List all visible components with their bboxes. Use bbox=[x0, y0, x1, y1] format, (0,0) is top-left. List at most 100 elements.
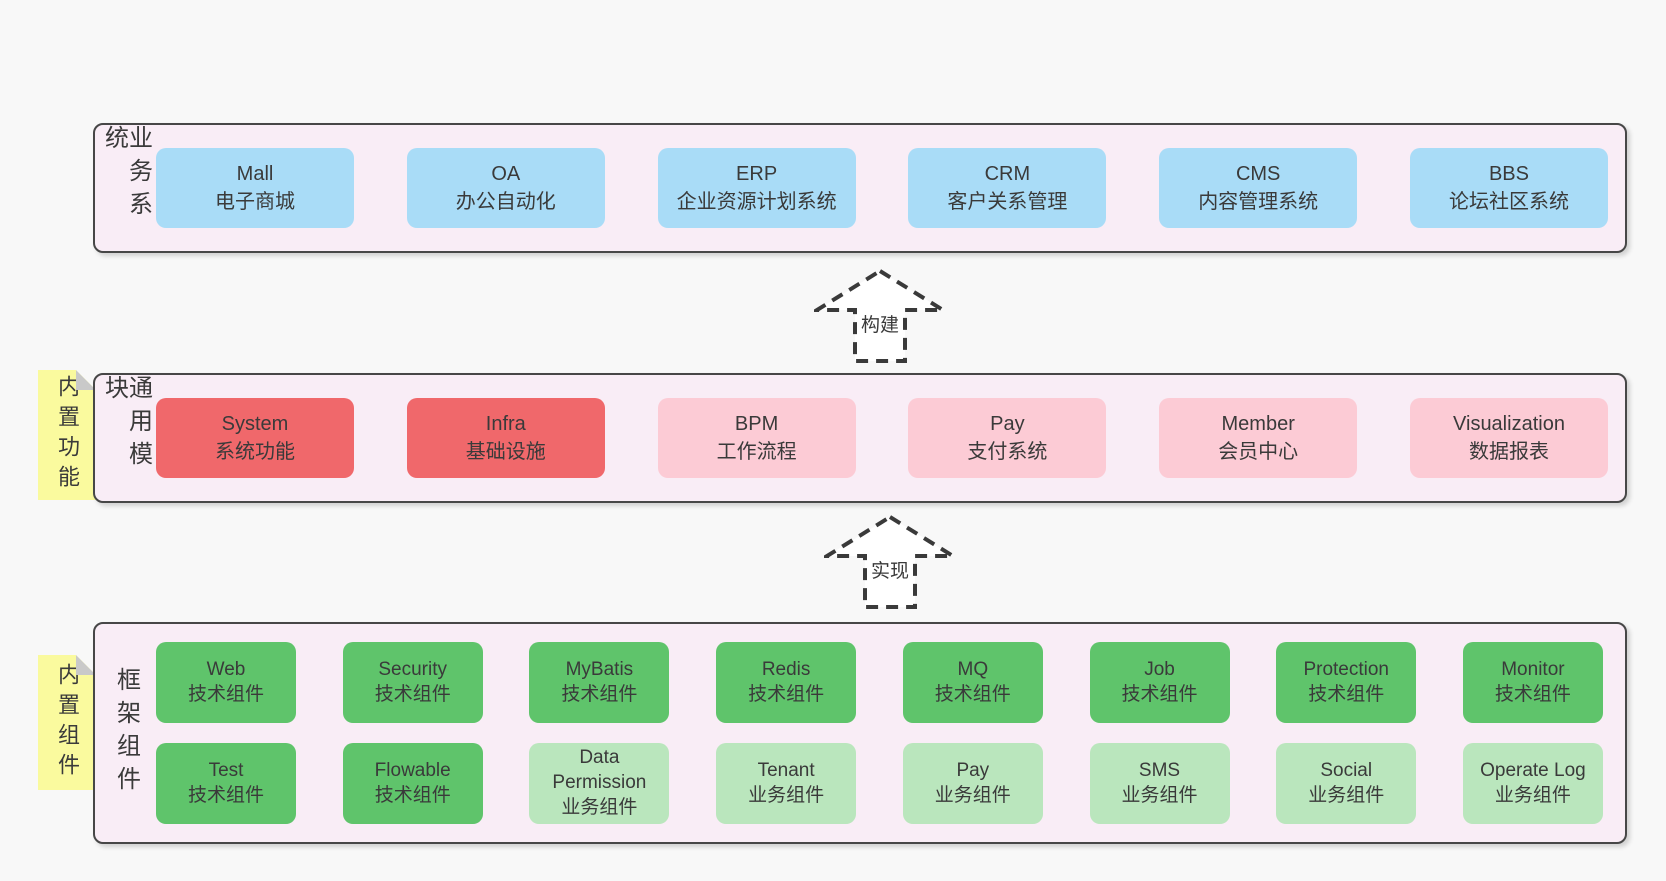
box-data-permission: Data Permission 业务组件 bbox=[529, 743, 670, 824]
box-desc: 工作流程 bbox=[716, 441, 797, 463]
box-name: SMS bbox=[1138, 759, 1181, 781]
box-name: Pay bbox=[990, 412, 1025, 435]
sticky-note-built-in-features: 内置功能 bbox=[38, 370, 96, 500]
arrow-up-build: 构建 bbox=[814, 268, 946, 364]
arrow-up-implement: 实现 bbox=[824, 514, 956, 610]
box-visualization: Visualization 数据报表 bbox=[1409, 398, 1608, 478]
band-label: 通用模块 bbox=[95, 375, 156, 501]
box-social: Social 业务组件 bbox=[1276, 743, 1417, 824]
box-name: Test bbox=[208, 759, 244, 781]
box-desc: 论坛社区系统 bbox=[1448, 191, 1569, 213]
box-name: CRM bbox=[984, 162, 1031, 185]
box-name: Social bbox=[1320, 759, 1373, 781]
box-name: Infra bbox=[485, 412, 526, 435]
sticky-note-label: 内置功能 bbox=[55, 375, 80, 495]
band-business-systems: 业务系统 Mall 电子商城 OA 办公自动化 ERP 企业资源计划系统 CRM… bbox=[93, 123, 1627, 253]
box-name: Operate Log bbox=[1480, 759, 1586, 781]
box-desc: 内容管理系统 bbox=[1198, 191, 1319, 213]
box-desc: 企业资源计划系统 bbox=[676, 191, 837, 213]
box-mall: Mall 电子商城 bbox=[156, 148, 354, 228]
box-desc: 业务组件 bbox=[1308, 784, 1385, 806]
box-desc: 基础设施 bbox=[465, 441, 546, 463]
box-desc: 技术组件 bbox=[374, 683, 451, 705]
box-desc: 技术组件 bbox=[1494, 683, 1571, 705]
box-desc: 技术组件 bbox=[374, 784, 451, 806]
box-name: Pay bbox=[956, 759, 990, 781]
box-name: Member bbox=[1221, 412, 1295, 435]
box-desc: 技术组件 bbox=[561, 683, 638, 705]
box-erp: ERP 企业资源计划系统 bbox=[657, 148, 856, 228]
box-system: System 系统功能 bbox=[156, 398, 354, 478]
box-crm: CRM 客户关系管理 bbox=[908, 148, 1107, 228]
box-cms: CMS 内容管理系统 bbox=[1159, 148, 1358, 228]
box-desc: 业务组件 bbox=[1121, 784, 1198, 806]
box-desc: 业务组件 bbox=[748, 784, 825, 806]
box-name: MyBatis bbox=[565, 658, 634, 680]
box-name: Monitor bbox=[1501, 658, 1565, 680]
sticky-note-built-in-components: 内置组件 bbox=[38, 655, 96, 790]
box-name: Security bbox=[378, 658, 448, 680]
arrow-label: 构建 bbox=[857, 310, 903, 337]
box-name: Mall bbox=[236, 162, 274, 185]
box-desc: 办公自动化 bbox=[455, 191, 556, 213]
box-desc: 技术组件 bbox=[187, 683, 264, 705]
box-name: Job bbox=[1144, 658, 1175, 680]
box-mq: MQ 技术组件 bbox=[902, 642, 1043, 723]
band-label-text: 通用模块 bbox=[100, 375, 152, 474]
box-job: Job 技术组件 bbox=[1089, 642, 1230, 723]
box-monitor: Monitor 技术组件 bbox=[1462, 642, 1603, 723]
box-desc: 电子商城 bbox=[215, 191, 295, 213]
box-desc: 技术组件 bbox=[934, 683, 1011, 705]
box-operate-log: Operate Log 业务组件 bbox=[1462, 743, 1603, 824]
box-member: Member 会员中心 bbox=[1159, 398, 1358, 478]
box-name: Redis bbox=[761, 658, 811, 680]
box-name: Web bbox=[206, 658, 246, 680]
box-name: MQ bbox=[957, 658, 989, 680]
components-row-1: Web 技术组件 Security 技术组件 MyBatis 技术组件 Redi… bbox=[156, 642, 1603, 723]
band-framework-components: 框架组件 Web 技术组件 Security 技术组件 MyBatis 技术组件… bbox=[93, 622, 1627, 844]
box-bpm: BPM 工作流程 bbox=[657, 398, 856, 478]
box-desc: 技术组件 bbox=[187, 784, 264, 806]
box-tenant: Tenant 业务组件 bbox=[716, 743, 857, 824]
sticky-note-label: 内置组件 bbox=[55, 662, 80, 783]
box-oa: OA 办公自动化 bbox=[406, 148, 605, 228]
box-test: Test 技术组件 bbox=[156, 743, 296, 824]
box-name: Protection bbox=[1303, 658, 1389, 680]
box-name: BBS bbox=[1488, 162, 1529, 185]
box-sms: SMS 业务组件 bbox=[1089, 743, 1230, 824]
box-desc: 支付系统 bbox=[967, 441, 1048, 463]
box-bbs: BBS 论坛社区系统 bbox=[1409, 148, 1608, 228]
box-infra: Infra 基础设施 bbox=[406, 398, 605, 478]
box-flowable: Flowable 技术组件 bbox=[342, 743, 483, 824]
box-desc: 技术组件 bbox=[1121, 683, 1198, 705]
box-name: ERP bbox=[736, 162, 778, 185]
components-row-2: Test 技术组件 Flowable 技术组件 Data Permission … bbox=[156, 743, 1603, 824]
box-desc: 系统功能 bbox=[215, 441, 295, 463]
box-name: Data Permission bbox=[552, 747, 647, 794]
band-label-text: 框架组件 bbox=[112, 667, 140, 799]
box-name: CMS bbox=[1235, 162, 1281, 185]
box-desc: 数据报表 bbox=[1468, 441, 1549, 463]
box-security: Security 技术组件 bbox=[342, 642, 483, 723]
box-web: Web 技术组件 bbox=[156, 642, 296, 723]
box-desc: 技术组件 bbox=[748, 683, 825, 705]
band-label: 框架组件 bbox=[95, 624, 156, 842]
box-desc: 客户关系管理 bbox=[947, 191, 1068, 213]
band-rows: Web 技术组件 Security 技术组件 MyBatis 技术组件 Redi… bbox=[156, 642, 1603, 824]
box-desc: 业务组件 bbox=[934, 784, 1011, 806]
band-boxes: Mall 电子商城 OA 办公自动化 ERP 企业资源计划系统 CRM 客户关系… bbox=[156, 125, 1608, 251]
box-name: Visualization bbox=[1453, 412, 1565, 435]
box-name: BPM bbox=[734, 412, 779, 435]
box-name: Flowable bbox=[374, 759, 451, 781]
box-name: Tenant bbox=[757, 759, 815, 781]
box-name: System bbox=[221, 412, 289, 435]
arrow-label: 实现 bbox=[867, 556, 913, 583]
box-name: OA bbox=[491, 162, 521, 185]
box-redis: Redis 技术组件 bbox=[716, 642, 857, 723]
band-boxes: System 系统功能 Infra 基础设施 BPM 工作流程 Pay 支付系统… bbox=[156, 375, 1608, 501]
box-desc: 业务组件 bbox=[561, 796, 638, 818]
band-label: 业务系统 bbox=[95, 125, 156, 251]
box-pay-component: Pay 业务组件 bbox=[902, 743, 1043, 824]
box-desc: 会员中心 bbox=[1218, 441, 1299, 463]
